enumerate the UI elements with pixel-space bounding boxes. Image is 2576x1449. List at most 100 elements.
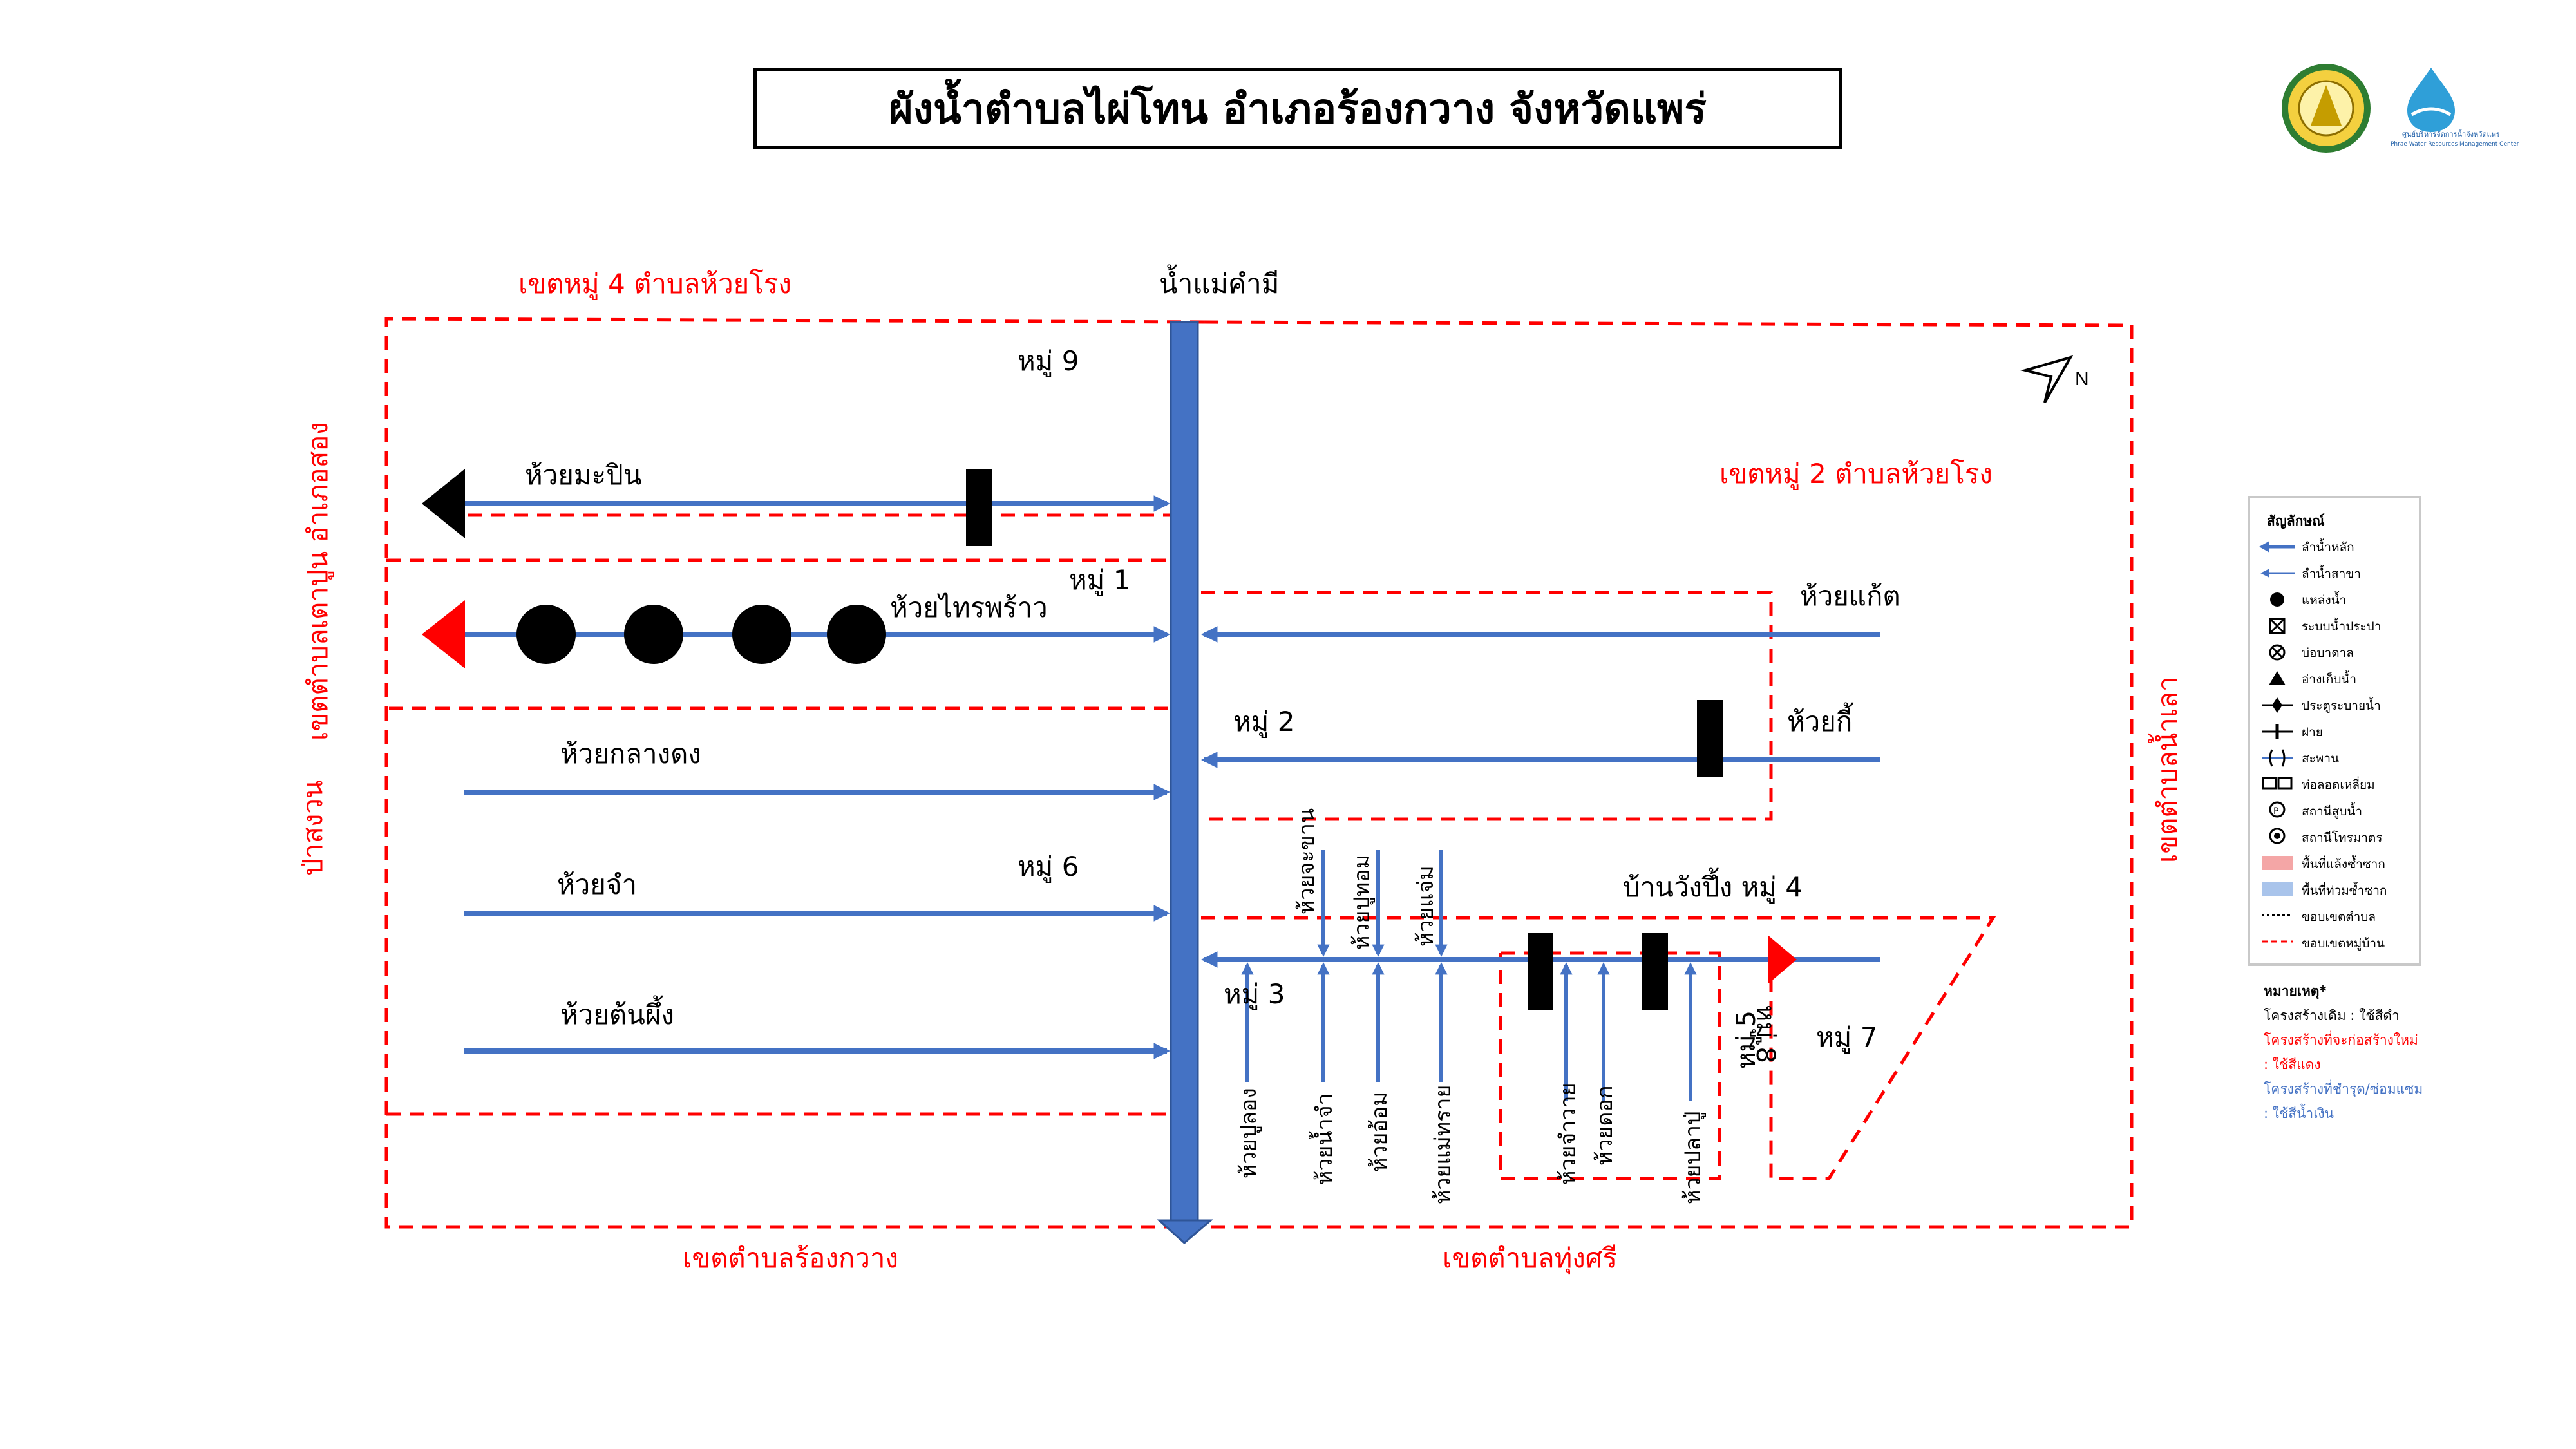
water-drop-logo [2407,68,2455,132]
weir-icon [2262,724,2293,739]
stream-label-mapin: ห้วยมะปิน [525,459,642,491]
trib-bottom-label-1: ห้วยปูลอง [1236,1088,1262,1179]
village-m1: หมู่ 1 [1069,564,1130,596]
water-supply-box-icon [2269,618,2286,634]
village-m9: หมู่ 9 [1018,345,1079,377]
trib-bottom-label-6: ห้วยดอก [1592,1085,1618,1166]
legend-label: ลำน้ำหลัก [2302,538,2354,554]
water-center-name: ศูนย์บริหารจัดการน้ำจังหวัดแพร่ [2402,129,2500,138]
stream-label-saiphrao: ห้วยไทรพร้าว [890,592,1048,623]
trib-bottom-label-4: ห้วยแม่ทราย [1430,1085,1456,1204]
legend-label: ท่อลอดเหลี่ยม [2302,776,2375,792]
legend-svg: สัญลักษณ์ P ลำน้ำหลัก ลำน้ำสาขา แหล่งน้ำ… [2259,513,2387,951]
pump-station-icon: P [2269,801,2286,818]
water-source-dot-icon [2270,592,2284,607]
legend-label: แหล่งน้ำ [2302,591,2346,607]
note-new-2: : ใช้สีแดง [2264,1057,2321,1072]
legend-label: สะพาน [2302,752,2339,766]
existing-weir-icon [1528,933,1553,1010]
province-seal-emblem [2311,85,2342,126]
flood-area-swatch-icon [2262,882,2293,896]
legend-label: ประตูระบายน้ำ [2302,697,2381,713]
village-m8: หมู่ 8 [1750,1005,1780,1063]
stream-label-ki: ห้วยกี้ [1787,702,1854,737]
telemetry-station-icon [2269,828,2286,844]
existing-weir-icon [1642,933,1668,1010]
trib-bottom-label-7: ห้วยปลาปู่ [1680,1111,1706,1204]
boundary-south-left: เขตตำบลร้องกวาง [683,1242,898,1274]
map-title: ผังน้ำตำบลไผ่โทน อำเภอร้องกวาง จังหวัดแพ… [889,86,1707,133]
trib-top-label-2: ห้วยปูทอม [1349,855,1375,950]
existing-reservoir-triangle-icon [422,469,465,538]
north-arrow-icon [2020,355,2074,403]
trib-bottom-label-3: ห้วยอ้อม [1367,1092,1392,1172]
trib-bottom-label-5: ห้วยจำวาย [1555,1083,1581,1185]
legend-label: สถานีโทรมาตร [2302,830,2382,845]
bridge-icon [2262,749,2293,767]
existing-weir-icon [1697,700,1723,777]
water-center-name-en: Phrae Water Resources Management Center [2391,141,2519,147]
main-stream-arrow-icon [2259,541,2295,553]
boundary-north-left: เขตหมู่ 4 ตำบลห้วยโรง [518,268,791,300]
new-reservoir-triangle-icon [422,600,465,668]
boundary-east: เขตตำบลน้ำเลา [2148,676,2183,863]
map-title-box: ผังน้ำตำบลไผ่โทน อำเภอร้องกวาง จังหวัดแพ… [753,68,1842,149]
svg-text:P: P [2273,806,2278,817]
water-drop-logo-wave [2410,107,2452,117]
legend-label: ขอบเขตหมู่บ้าน [2302,936,2385,951]
village-m7: หมู่ 7 [1816,1021,1877,1054]
village-boundary-m4 [1201,916,1996,1180]
legend-label: ลำน้ำสาขา [2302,565,2361,581]
legend-label: พื้นที่ท่วมซ้ำซาก [2302,882,2387,898]
stream-label-tonphueng: ห้วยต้นผึ้ง [560,995,674,1030]
boundary-north-right: เขตหมู่ 2 ตำบลห้วยโรง [1719,458,1993,490]
boundary-west-1: เขตตำบลเตาปูน อำเภอสอง [302,422,334,741]
main-river-outlet-arrow [1157,1219,1214,1244]
legend-label: ระบบน้ำประปา [2302,618,2381,634]
village-wangpung: บ้านวังปึ้ง หมู่ 4 [1623,867,1803,904]
trib-top-label-1: ห้วยจะขาน [1294,808,1320,914]
note-title: หมายเหตุ* [2264,983,2327,999]
compass: N [2020,355,2089,403]
note-panel: หมายเหตุ* โครงสร้างเดิม : ใช้สีดำ โครงสร… [2264,979,2560,1126]
legend-label: ฝาย [2302,725,2323,739]
legend-label: ขอบเขตตำบล [2302,910,2376,924]
village-boundary-m2 [1201,591,1773,821]
drought-area-swatch-icon [2262,856,2293,870]
branch-stream-arrow-icon [2260,569,2295,578]
existing-weir-icon [966,469,992,546]
note-new-1: โครงสร้างที่จะก่อสร้างใหม่ [2264,1032,2418,1048]
reservoir-triangle-icon [2269,671,2286,685]
village-m3: หมู่ 3 [1224,978,1285,1010]
village-m6: หมู่ 6 [1018,851,1079,883]
village-m5: หมู่ 5 [1732,1010,1761,1069]
boundary-west-2: ป่าสงวน [297,780,328,876]
box-culvert-icon [2262,777,2293,790]
trib-top-label-3: ห้วยแจ่ม [1413,866,1439,947]
legend-label: สถานีสูบน้ำ [2302,802,2362,819]
groundwater-well-icon [2269,644,2286,661]
stream-label-klangdong: ห้วยกลางดง [560,738,701,770]
note-existing: โครงสร้างเดิม : ใช้สีดำ [2264,1008,2400,1023]
north-label: N [2075,368,2089,390]
water-source-dot-icon [732,605,791,664]
logos: ศูนย์บริหารจัดการน้ำจังหวัดแพร่ Phrae Wa… [2282,64,2519,153]
main-river-label: น้ำแม่คำมี [1159,264,1279,299]
legend-title: สัญลักษณ์ [2267,513,2325,529]
main-river-bar [1170,321,1199,1222]
legend-label: พื้นที่แล้งซ้ำซาก [2302,855,2385,871]
stream-label-kaet: ห้วยแก้ต [1800,580,1900,612]
water-source-dot-icon [624,605,683,664]
trib-bottom-label-2: ห้วยน้ำจำ [1309,1093,1338,1185]
village-m2: หมู่ 2 [1233,706,1294,738]
stream-label-cham: ห้วยจำ [557,869,637,900]
legend-label: อ่างเก็บน้ำ [2302,670,2356,687]
boundary-south-right: เขตตำบลทุ่งศรี [1443,1242,1617,1275]
labels: น้ำแม่คำมี เขตหมู่ 4 ตำบลห้วยโรง เขตหมู่… [297,264,2183,1275]
sluice-gate-icon [2262,697,2293,713]
water-source-dot-icon [516,605,576,664]
tributaries [1241,850,1697,1101]
water-source-dot-icon [827,605,886,664]
outer-boundary [384,317,2134,1229]
